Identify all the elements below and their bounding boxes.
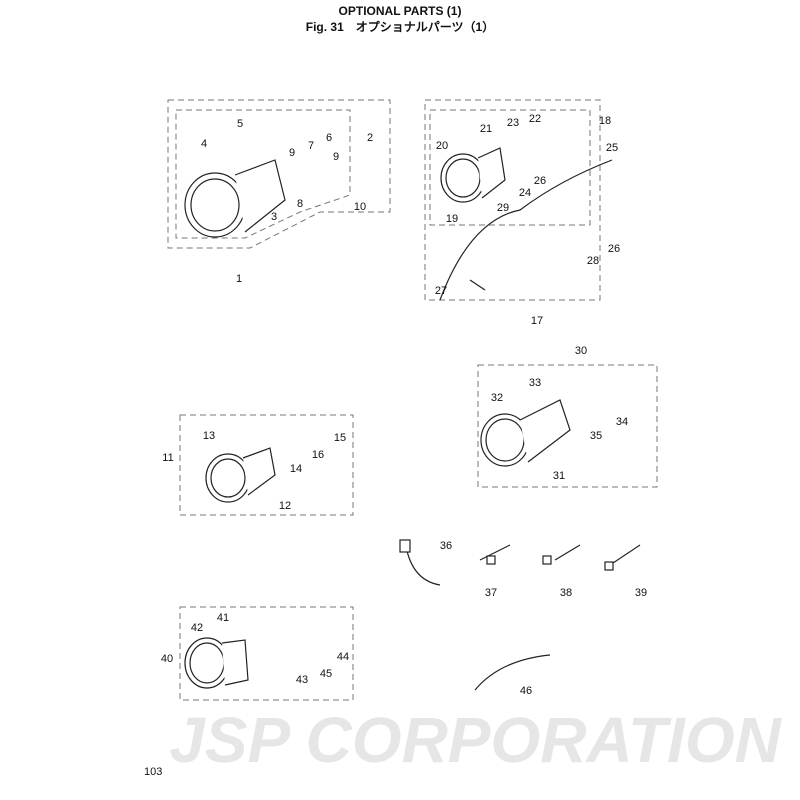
callout-26: 26 bbox=[608, 243, 620, 255]
callout-29: 29 bbox=[497, 202, 509, 214]
box-assembly-11 bbox=[179, 414, 354, 516]
callout-19: 19 bbox=[446, 213, 458, 225]
callout-6: 6 bbox=[326, 132, 332, 144]
callout-40: 40 bbox=[161, 653, 173, 665]
callout-26: 26 bbox=[534, 175, 546, 187]
box-assembly-18 bbox=[429, 109, 591, 226]
callout-45: 45 bbox=[320, 668, 332, 680]
callout-42: 42 bbox=[191, 622, 203, 634]
callout-9: 9 bbox=[289, 147, 295, 159]
callout-18: 18 bbox=[599, 115, 611, 127]
callout-7: 7 bbox=[308, 140, 314, 152]
callout-8: 8 bbox=[297, 198, 303, 210]
callout-28: 28 bbox=[587, 255, 599, 267]
callout-38: 38 bbox=[560, 587, 572, 599]
part-drawings bbox=[184, 147, 641, 691]
callout-39: 39 bbox=[635, 587, 647, 599]
callout-10: 10 bbox=[354, 201, 366, 213]
box-assembly-1 bbox=[167, 99, 391, 249]
callout-46: 46 bbox=[520, 685, 532, 697]
page-title: OPTIONAL PARTS (1) bbox=[338, 4, 462, 18]
callout-9: 9 bbox=[333, 151, 339, 163]
callout-31: 31 bbox=[553, 470, 565, 482]
callout-34: 34 bbox=[616, 416, 628, 428]
callout-37: 37 bbox=[485, 587, 497, 599]
callout-16: 16 bbox=[312, 449, 324, 461]
box-assembly-40 bbox=[179, 606, 354, 701]
callout-3: 3 bbox=[271, 211, 277, 223]
callout-17: 17 bbox=[531, 315, 543, 327]
watermark: JSP CORPORATION bbox=[169, 704, 782, 776]
callout-21: 21 bbox=[480, 123, 492, 135]
callout-5: 5 bbox=[237, 118, 243, 130]
callout-41: 41 bbox=[217, 612, 229, 624]
callout-2: 2 bbox=[367, 132, 373, 144]
group-boxes bbox=[167, 99, 658, 701]
callout-35: 35 bbox=[590, 430, 602, 442]
callout-11: 11 bbox=[162, 452, 173, 464]
callout-13: 13 bbox=[203, 430, 215, 442]
callout-24: 24 bbox=[519, 187, 531, 199]
callout-4: 4 bbox=[201, 138, 207, 150]
callout-44: 44 bbox=[337, 651, 349, 663]
box-assembly-17 bbox=[424, 99, 601, 301]
callout-22: 22 bbox=[529, 113, 541, 125]
callout-15: 15 bbox=[334, 432, 346, 444]
callout-36: 36 bbox=[440, 540, 452, 552]
page-number: 103 bbox=[144, 766, 163, 778]
figure-caption: Fig. 31 オプショナルパーツ（1） bbox=[305, 20, 495, 34]
callout-33: 33 bbox=[529, 377, 541, 389]
callout-25: 25 bbox=[606, 142, 618, 154]
callout-30: 30 bbox=[575, 345, 587, 357]
callout-32: 32 bbox=[491, 392, 503, 404]
callout-12: 12 bbox=[279, 500, 291, 512]
callout-14: 14 bbox=[290, 463, 302, 475]
callout-1: 1 bbox=[236, 273, 242, 285]
callout-27: 27 bbox=[435, 285, 447, 297]
callout-43: 43 bbox=[296, 674, 308, 686]
callout-20: 20 bbox=[436, 140, 448, 152]
box-assembly-30 bbox=[477, 364, 658, 488]
box-assembly-2 bbox=[175, 109, 351, 239]
callout-23: 23 bbox=[507, 117, 519, 129]
